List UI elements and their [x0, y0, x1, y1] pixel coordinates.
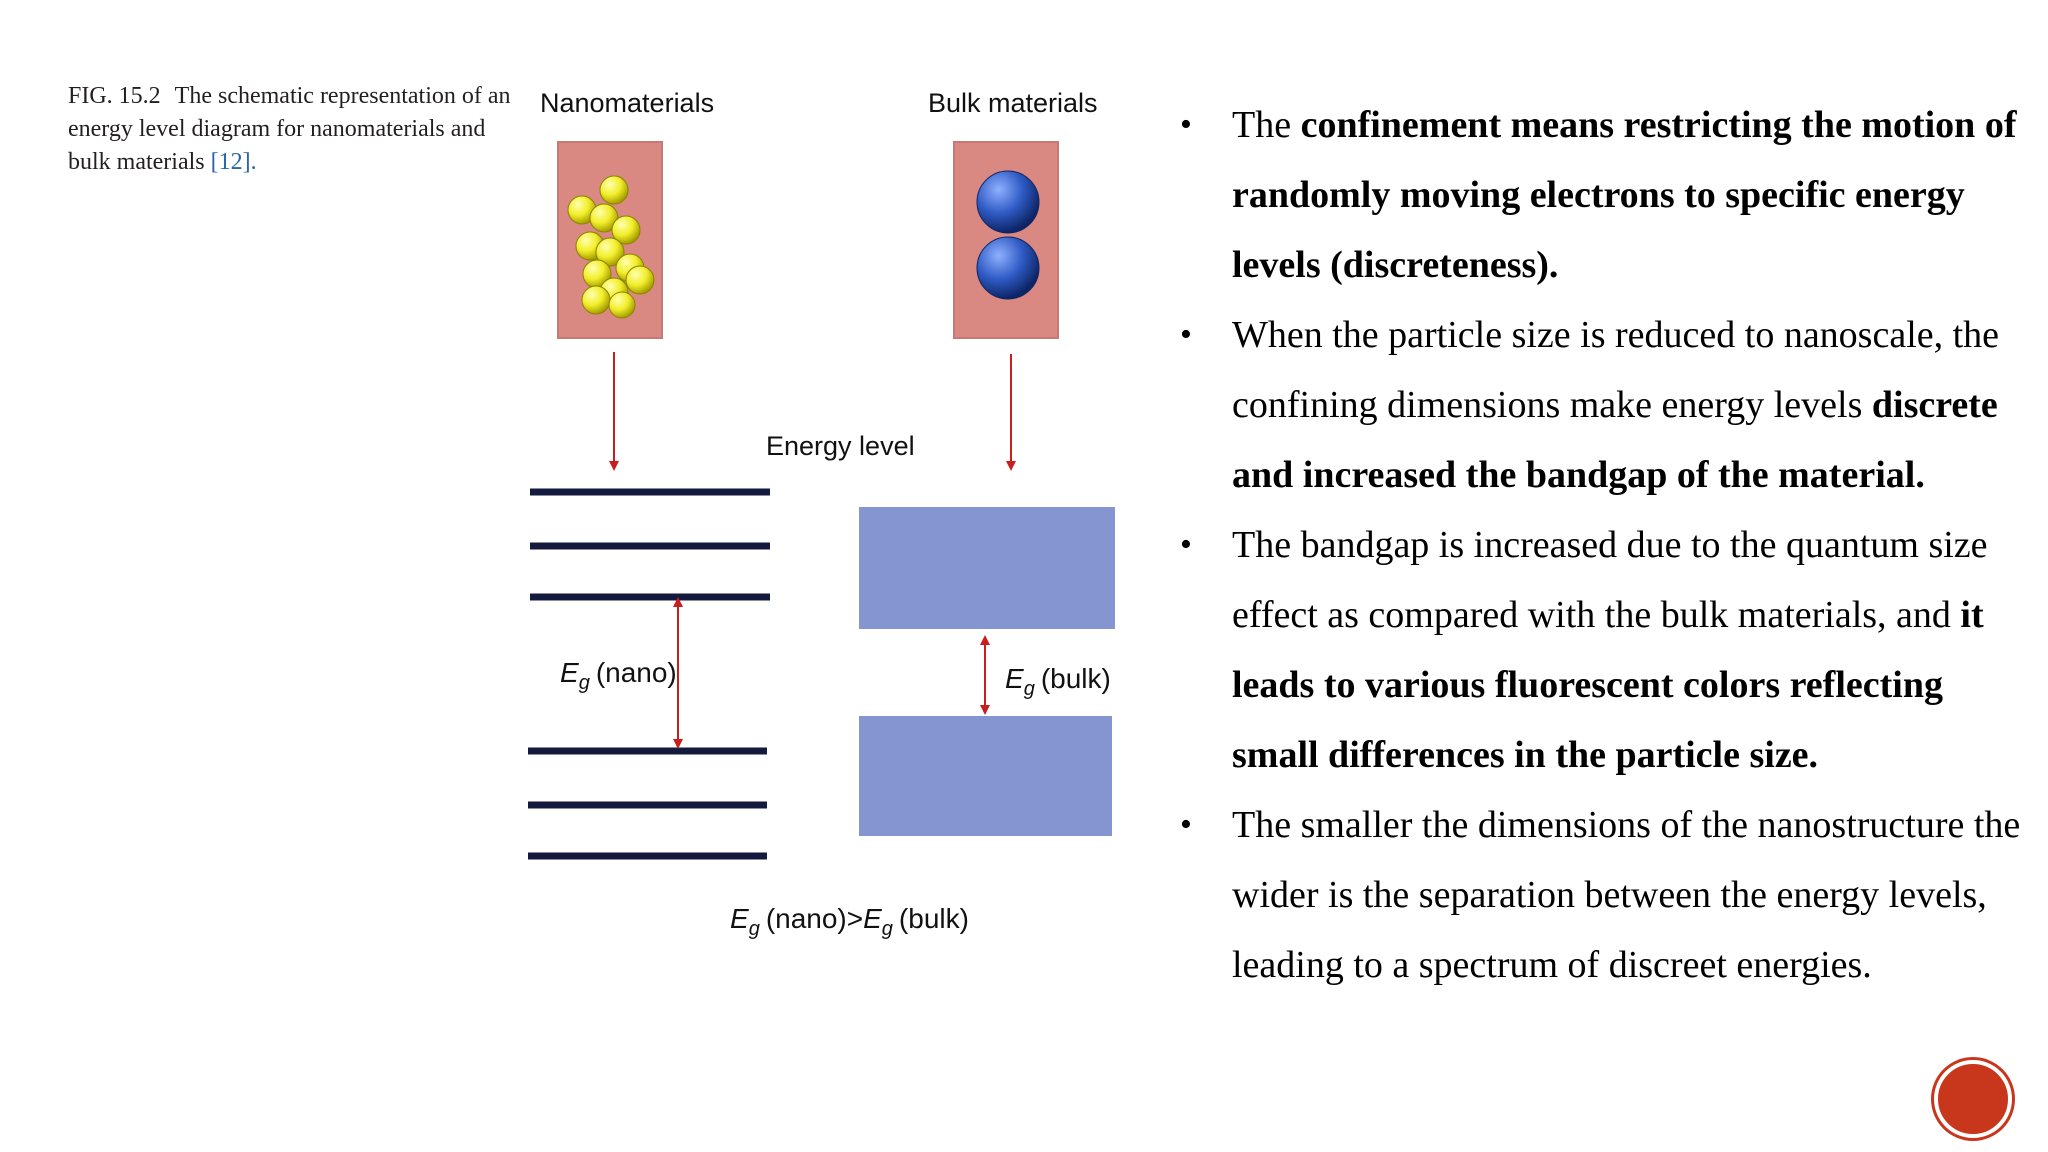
figure-number: FIG. 15.2	[68, 83, 161, 109]
energy-level-label: Energy level	[766, 431, 915, 461]
bullet-text-bold: it leads to various fluorescent colors r…	[1232, 594, 1984, 776]
nano-energy-levels	[528, 488, 770, 860]
bandgap-comparison-label: Eg(nano)>Eg(bulk)	[730, 903, 969, 940]
bulk-title: Bulk materials	[928, 88, 1098, 118]
eg-nano-label: Eg(nano)	[560, 657, 677, 694]
nano-particle-cluster	[567, 175, 655, 319]
bullet-text-bold: confinement means restricting the motion…	[1232, 104, 2017, 286]
bullet-item: When the particle size is reduced to nan…	[1180, 300, 2025, 510]
bullet-text: The bandgap is increased due to the quan…	[1232, 524, 1988, 636]
bullet-text-bold: discrete and increased the bandgap of th…	[1232, 384, 1998, 496]
slide-nav-circle-icon[interactable]	[1934, 1060, 2012, 1138]
energy-level-diagram: Nanomaterials Bulk materials Energy leve…	[528, 88, 1115, 940]
nano-title: Nanomaterials	[540, 88, 714, 118]
bullet-list: The confinement means restricting the mo…	[1180, 90, 2025, 1000]
bulk-conduction-band	[859, 507, 1115, 629]
bullet-text: The smaller the dimensions of the nanost…	[1232, 804, 2021, 986]
bulk-valence-band	[859, 716, 1112, 836]
bulk-particle-pair	[976, 170, 1040, 300]
bullet-item: The confinement means restricting the mo…	[1180, 90, 2025, 300]
bullet-item: The smaller the dimensions of the nanost…	[1180, 790, 2025, 1000]
eg-bulk-label: Eg(bulk)	[1005, 663, 1111, 700]
bullet-text: The	[1232, 104, 1301, 146]
caption-text: The schematic representation of an energ…	[68, 83, 511, 175]
bullet-text: When the particle size is reduced to nan…	[1232, 314, 2000, 426]
bullet-item: The bandgap is increased due to the quan…	[1180, 510, 2025, 790]
caption-reference-link[interactable]: [12].	[210, 149, 257, 175]
